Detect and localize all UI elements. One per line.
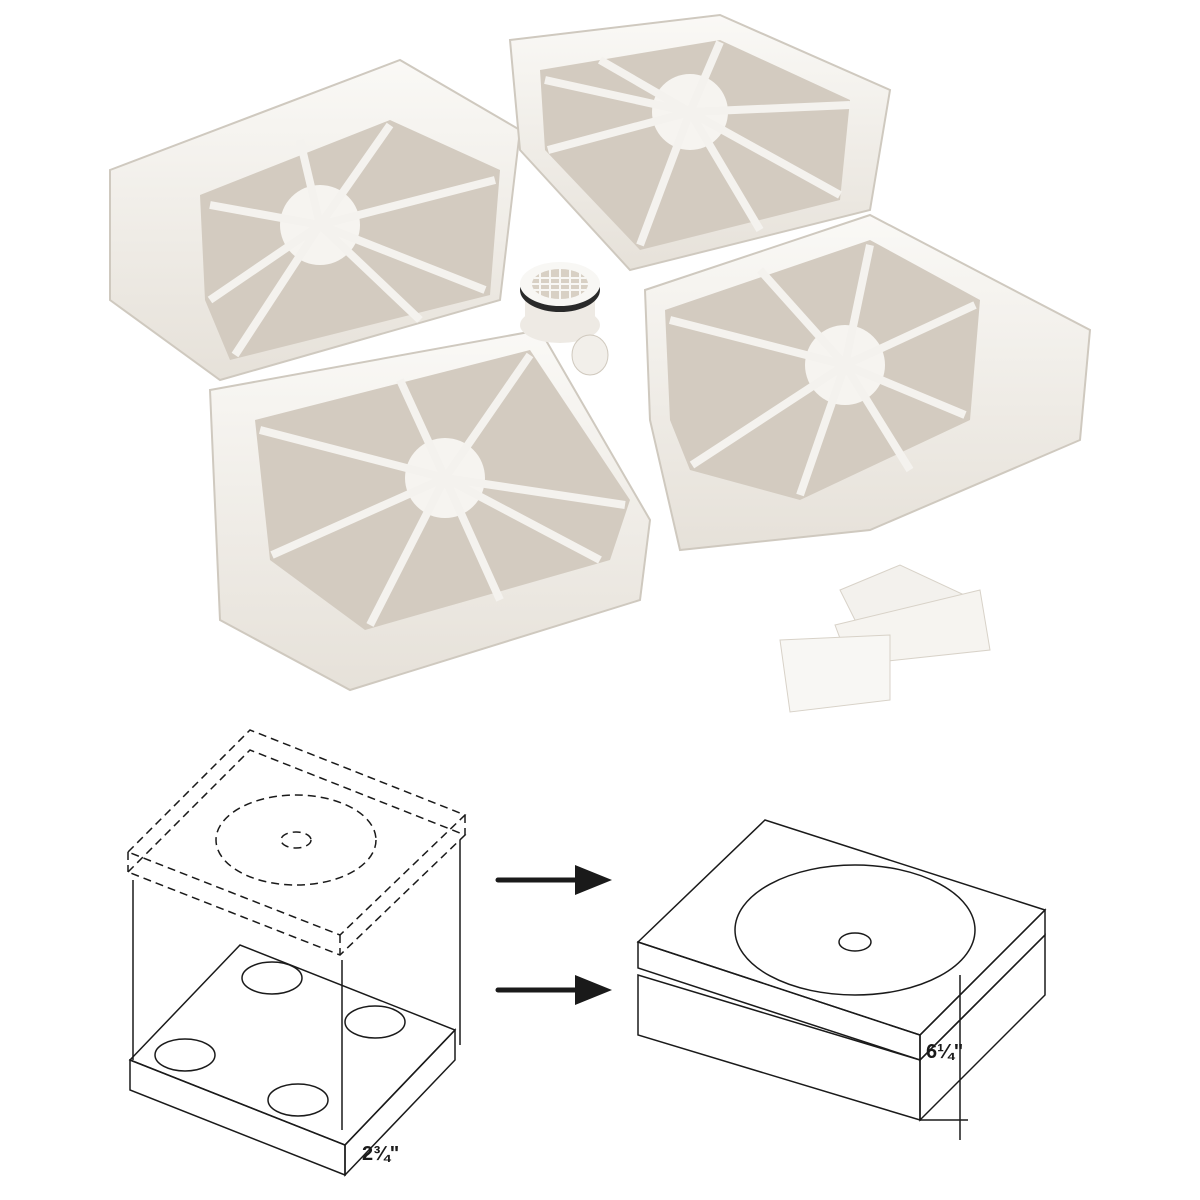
- riser-quadrant-bottom-right: [643, 213, 1092, 552]
- arrow-right-bottom: [495, 975, 612, 1005]
- assembled-pan-outline: [636, 819, 1047, 1140]
- connector-clips: [779, 564, 991, 713]
- riser-kit-illustration: [109, 13, 1092, 713]
- riser-quadrant-top-left: [109, 58, 522, 382]
- arrow-right-top: [495, 865, 612, 895]
- riser-quadrant-bottom-left: [208, 328, 652, 692]
- installation-diagram: 2¾" 6¼": [0, 720, 1200, 1200]
- total-height-label: 6¼": [926, 1041, 963, 1063]
- shower-pan-outline: [126, 729, 467, 956]
- product-photo: [109, 13, 1092, 713]
- diagram-drawing: 2¾" 6¼": [126, 729, 1047, 1177]
- riser-quadrant-top-right: [508, 13, 892, 272]
- drain-assembly: [520, 262, 609, 376]
- riser-height-label: 2¾": [362, 1143, 399, 1165]
- riser-base-outline: [128, 944, 457, 1177]
